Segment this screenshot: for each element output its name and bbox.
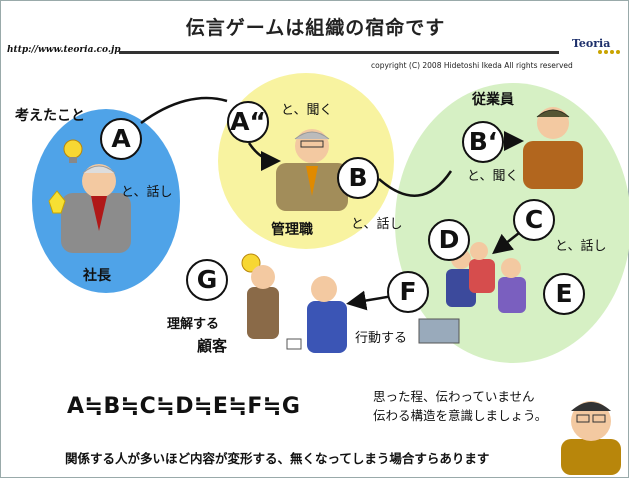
- lightbulb-icon: [63, 139, 83, 163]
- node-f: F: [387, 271, 429, 313]
- manager-role: 管理職: [271, 222, 313, 238]
- node-e: E: [543, 273, 585, 315]
- manager-figure: [276, 129, 348, 211]
- customer-heading-line1: 理解する: [167, 317, 220, 332]
- footer-text: 関係する人が多いほど内容が変形する、無くなってしまう場合すらあります: [65, 451, 490, 466]
- staff-group-figures: [418, 242, 526, 344]
- node-b: B: [337, 157, 379, 199]
- node-g: G: [186, 259, 228, 301]
- speech-president-talk: と、話し: [121, 185, 173, 200]
- speech-manager-listen: と、聞く: [281, 103, 333, 118]
- speech-manager-talk: と、話し: [351, 217, 403, 232]
- node-d: D: [428, 219, 470, 261]
- arrow-a-to-a2: [140, 96, 228, 125]
- teoria-logo: Teoria: [572, 37, 620, 54]
- note-text: 思った程、伝わっていません 伝わる構造を意識しましょう。: [373, 387, 547, 425]
- node-b-prime: B‘: [462, 121, 504, 163]
- arrow-c-to-d: [492, 232, 520, 255]
- arrow-b-to-b2: [378, 170, 453, 197]
- staff-figure-b: [523, 107, 583, 189]
- president-role: 社長: [83, 268, 111, 284]
- approx-formula: A≒B≒C≒D≒E≒F≒G: [67, 394, 301, 419]
- node-a: A: [100, 118, 142, 160]
- node-a-prime: A“: [227, 101, 269, 143]
- staff-heading: 従業員: [472, 92, 514, 108]
- logo-text: Teoria: [572, 37, 610, 50]
- note-line-2: 伝わる構造を意識しましょう。: [373, 408, 548, 423]
- note-line-1: 思った程、伝わっていません: [373, 389, 535, 404]
- page-title: 伝言ゲームは組織の宿命です: [185, 17, 446, 39]
- president-figure: [48, 164, 131, 253]
- speech-act: 行動する: [355, 331, 408, 346]
- speech-staff-listen: と、聞く: [467, 169, 519, 184]
- site-url[interactable]: http://www.teoria.co.jp: [7, 45, 121, 55]
- customer-heading-line2: 顧客: [197, 337, 228, 355]
- customer-figures: [241, 253, 347, 353]
- speech-staff-talk: と、話し: [555, 239, 607, 254]
- header-divider: [119, 51, 559, 54]
- node-c: C: [513, 199, 555, 241]
- arrow-a2-to-manager: [247, 142, 281, 171]
- presenter-figure: [561, 401, 621, 475]
- copyright-text: copyright (C) 2008 Hidetoshi Ikeda All r…: [371, 61, 573, 70]
- president-heading: 考えたこと: [15, 108, 85, 124]
